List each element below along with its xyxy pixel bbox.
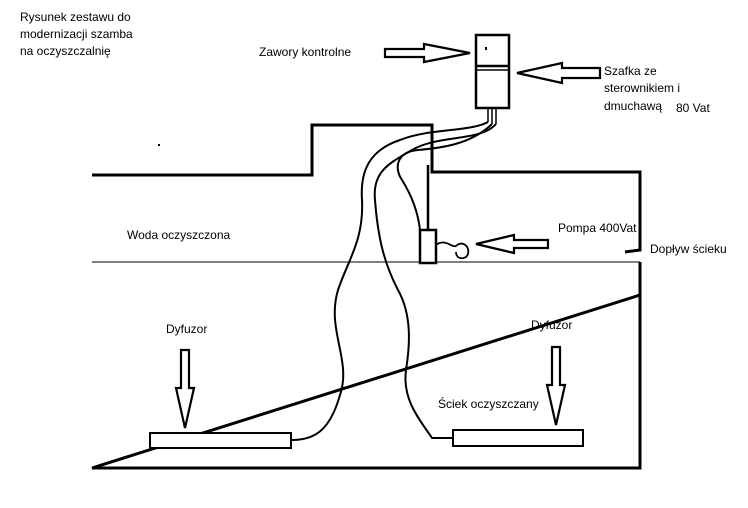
air-hose-right: [373, 123, 497, 439]
label-diffuser-left: Dyfuzor: [166, 322, 208, 336]
label-cabinet-line-2: sterownikiem i: [604, 81, 681, 95]
arrow-diffuser-left: [174, 348, 196, 429]
title-line-2: modernizacji szamba: [20, 27, 133, 41]
arrow-valves: [383, 42, 471, 64]
arrow-pump: [475, 233, 550, 255]
title-line-1: Rysunek zestawu do: [20, 10, 131, 24]
diffuser-right: [452, 429, 584, 447]
label-cabinet-line-3: dmuchawą: [604, 99, 663, 113]
pump-cable: [396, 123, 493, 231]
label-sewage-treated: Ściek oczyszczany: [438, 397, 539, 411]
title-line-3: na oczyszczalnię: [20, 44, 111, 58]
label-valves: Zawory kontrolne: [259, 45, 352, 59]
speck-dot: [158, 144, 160, 146]
arrow-diffuser-right: [545, 345, 567, 426]
label-cabinet-power: 80 Vat: [676, 101, 710, 115]
diffuser-left: [149, 432, 292, 449]
label-inflow: Dopływ ścieku: [650, 242, 727, 256]
control-cabinet: [474, 33, 511, 124]
label-pump: Pompa 400Vat: [558, 221, 637, 235]
label-diffuser-right: Dyfuzor: [531, 318, 573, 332]
label-cabinet-line-1: Szafka ze: [604, 64, 657, 78]
label-treated-water: Woda oczyszczona: [127, 228, 231, 242]
arrow-cabinet: [516, 61, 602, 85]
air-hose-left: [291, 121, 489, 441]
pump: [418, 228, 470, 265]
